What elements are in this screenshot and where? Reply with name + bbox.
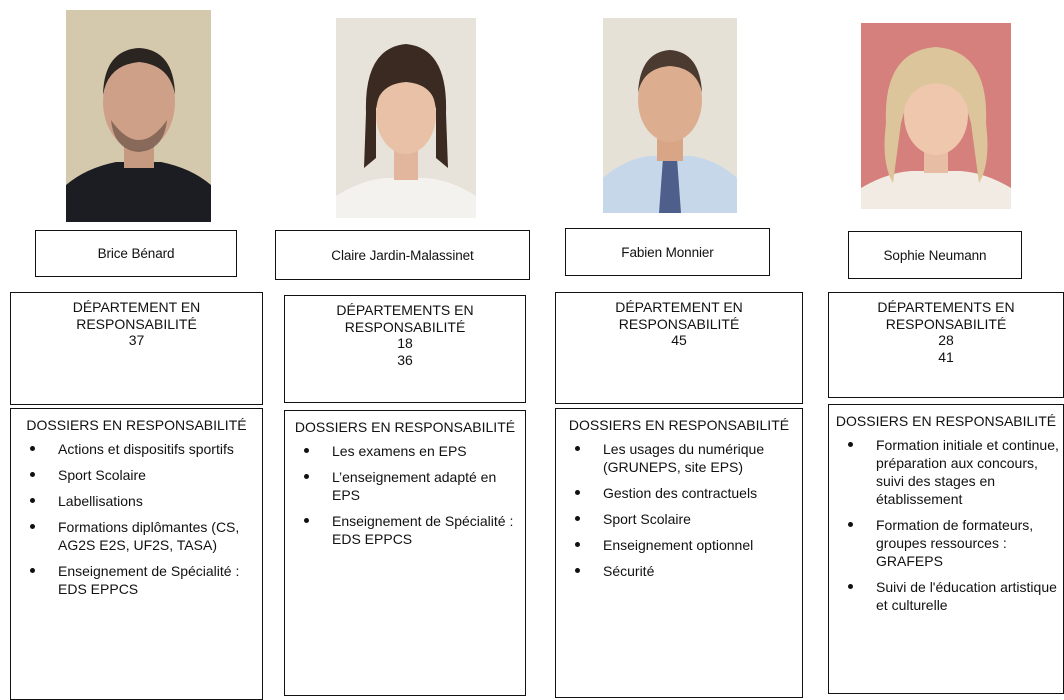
- name-box-4: Sophie Neumann: [848, 231, 1022, 279]
- list-item: Formations diplômantes (CS, AG2S E2S, UF…: [11, 518, 262, 554]
- portrait-photo-1: [66, 10, 211, 222]
- bullet-icon: [575, 490, 580, 495]
- departments-box-3: DÉPARTEMENT EN RESPONSABILITÉ 45: [555, 292, 803, 404]
- list-item: Sport Scolaire: [11, 466, 262, 484]
- dossiers-list: Les usages du numérique (GRUNEPS, site E…: [556, 440, 802, 580]
- list-item: Labellisations: [11, 492, 262, 510]
- bullet-icon: [30, 524, 35, 529]
- dossiers-list: Formation initiale et continue, préparat…: [829, 436, 1063, 614]
- person-name: Sophie Neumann: [883, 247, 987, 263]
- department-number: 41: [938, 348, 954, 365]
- department-number: 28: [938, 332, 954, 348]
- portrait-photo-4: [861, 23, 1011, 209]
- list-item: Les examens en EPS: [285, 442, 525, 460]
- bullet-icon: [575, 542, 580, 547]
- departments-heading: DÉPARTEMENTS EN RESPONSABILITÉ: [877, 299, 1015, 332]
- person-name: Claire Jardin-Malassinet: [331, 247, 474, 263]
- department-number: 36: [397, 351, 413, 368]
- dossiers-box-2: DOSSIERS EN RESPONSABILITÉ Les examens e…: [284, 410, 526, 696]
- name-box-1: Brice Bénard: [35, 230, 237, 277]
- bullet-icon: [848, 522, 853, 527]
- dossier-text: Labellisations: [58, 493, 143, 509]
- bullet-icon: [575, 446, 580, 451]
- list-item: Sécurité: [556, 562, 802, 580]
- bullet-icon: [30, 568, 35, 573]
- list-item: Enseignement de Spécialité : EDS EPPCS: [285, 512, 525, 548]
- bullet-icon: [304, 518, 309, 523]
- dossier-text: L’enseignement adapté en EPS: [332, 469, 497, 503]
- departments-box-1: DÉPARTEMENT EN RESPONSABILITÉ 37: [10, 292, 263, 405]
- list-item: Suivi de l'éducation artistique et cultu…: [829, 578, 1063, 614]
- bullet-icon: [575, 568, 580, 573]
- bullet-icon: [848, 442, 853, 447]
- bullet-icon: [848, 584, 853, 589]
- bullet-icon: [575, 516, 580, 521]
- bullet-icon: [304, 448, 309, 453]
- list-item: Sport Scolaire: [556, 510, 802, 528]
- name-box-3: Fabien Monnier: [565, 228, 770, 276]
- departments-heading: DÉPARTEMENTS EN RESPONSABILITÉ: [336, 302, 474, 335]
- person-name: Brice Bénard: [97, 246, 175, 261]
- dossiers-heading: DOSSIERS EN RESPONSABILITÉ: [294, 419, 516, 435]
- portrait-photo-2: [336, 18, 476, 218]
- dossiers-box-3: DOSSIERS EN RESPONSABILITÉ Les usages du…: [555, 408, 803, 698]
- dossier-text: Les usages du numérique (GRUNEPS, site E…: [603, 441, 765, 475]
- dossiers-heading: DOSSIERS EN RESPONSABILITÉ: [568, 417, 790, 433]
- bullet-icon: [304, 474, 309, 479]
- departments-heading: DÉPARTEMENT EN RESPONSABILITÉ: [615, 299, 743, 332]
- bullet-icon: [30, 446, 35, 451]
- dossiers-heading: DOSSIERS EN RESPONSABILITÉ: [835, 413, 1057, 429]
- dossier-text: Sport Scolaire: [58, 467, 146, 483]
- dossier-text: Formation initiale et continue, préparat…: [876, 437, 1059, 507]
- list-item: Les usages du numérique (GRUNEPS, site E…: [556, 440, 802, 476]
- departments-box-2: DÉPARTEMENTS EN RESPONSABILITÉ 18 36: [284, 295, 526, 403]
- portrait-photo-3: [603, 18, 737, 213]
- dossiers-list: Les examens en EPS L’enseignement adapté…: [285, 442, 525, 548]
- department-number: 18: [397, 335, 413, 351]
- name-box-2: Claire Jardin-Malassinet: [275, 230, 530, 280]
- dossier-text: Sport Scolaire: [603, 511, 691, 527]
- department-number: 45: [671, 332, 687, 348]
- dossier-text: Enseignement de Spécialité : EDS EPPCS: [332, 513, 514, 547]
- person-name: Fabien Monnier: [621, 244, 714, 260]
- list-item: Formation de formateurs, groupes ressour…: [829, 516, 1063, 570]
- list-item: Enseignement de Spécialité : EDS EPPCS: [11, 562, 262, 598]
- dossier-text: Gestion des contractuels: [603, 485, 758, 501]
- list-item: Formation initiale et continue, préparat…: [829, 436, 1063, 508]
- list-item: Gestion des contractuels: [556, 484, 802, 502]
- dossier-text: Formation de formateurs, groupes ressour…: [876, 517, 1034, 569]
- dossiers-box-4: DOSSIERS EN RESPONSABILITÉ Formation ini…: [828, 404, 1064, 694]
- bullet-icon: [30, 498, 35, 503]
- dossier-text: Formations diplômantes (CS, AG2S E2S, UF…: [58, 519, 240, 553]
- dossiers-box-1: DOSSIERS EN RESPONSABILITÉ Actions et di…: [10, 408, 263, 700]
- bullet-icon: [30, 472, 35, 477]
- list-item: Enseignement optionnel: [556, 536, 802, 554]
- departments-heading: DÉPARTEMENT EN RESPONSABILITÉ: [72, 299, 201, 332]
- dossier-text: Suivi de l'éducation artistique et cultu…: [876, 579, 1057, 613]
- dossiers-list: Actions et dispositifs sportifs Sport Sc…: [11, 440, 262, 598]
- dossier-text: Sécurité: [603, 563, 655, 579]
- dossier-text: Enseignement de Spécialité : EDS EPPCS: [58, 563, 240, 597]
- list-item: Actions et dispositifs sportifs: [11, 440, 262, 458]
- list-item: L’enseignement adapté en EPS: [285, 468, 525, 504]
- dossier-text: Actions et dispositifs sportifs: [58, 441, 234, 457]
- dossiers-heading: DOSSIERS EN RESPONSABILITÉ: [26, 417, 247, 433]
- dossier-text: Enseignement optionnel: [603, 537, 754, 553]
- departments-box-4: DÉPARTEMENTS EN RESPONSABILITÉ 28 41: [828, 292, 1064, 398]
- dossier-text: Les examens en EPS: [332, 443, 467, 459]
- department-number: 37: [128, 332, 145, 348]
